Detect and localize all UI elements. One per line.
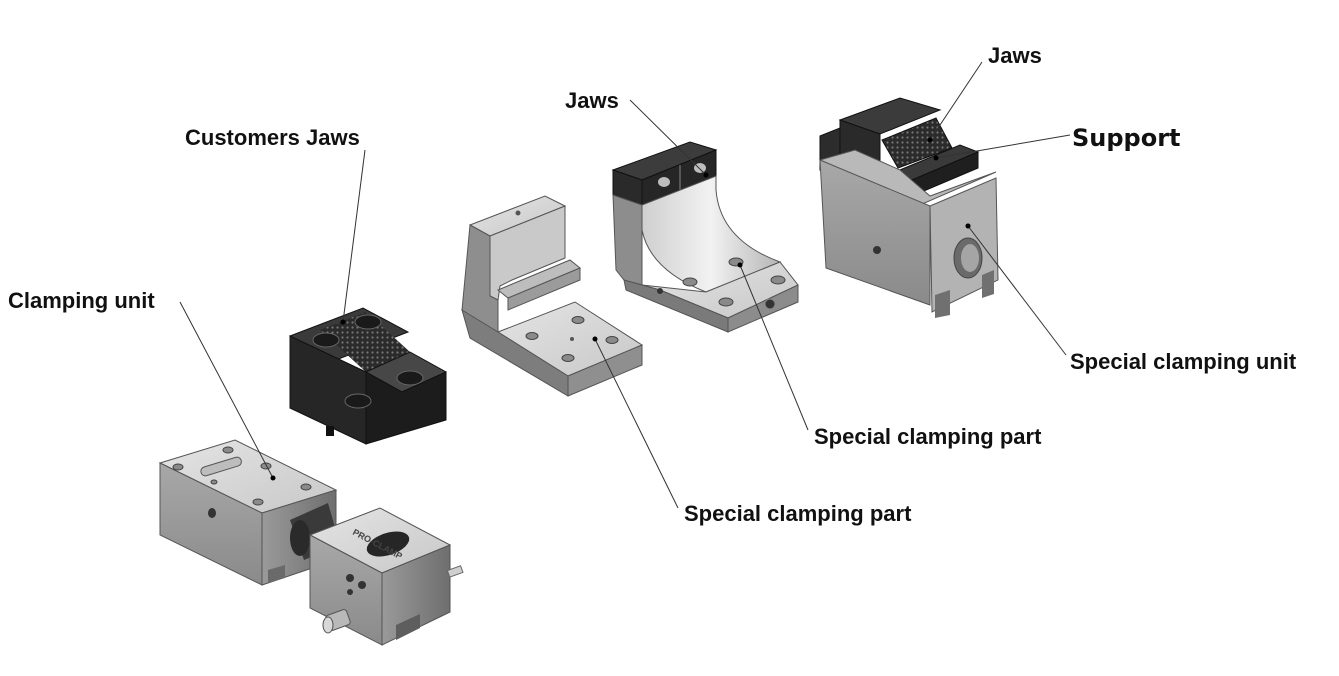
scu-front xyxy=(819,159,931,306)
l-block-hole xyxy=(561,354,575,362)
label-jaws-middle: Jaws xyxy=(565,88,619,113)
customers-jaws-hole xyxy=(344,393,372,409)
curved-part-hole xyxy=(764,298,776,310)
l-block-hole xyxy=(570,337,574,341)
clamping-unit-hole xyxy=(222,446,234,454)
scu-foot xyxy=(982,270,994,298)
leader-clamping-unit xyxy=(179,301,274,479)
curved-part-hole xyxy=(718,297,734,307)
clamping-unit-hole xyxy=(260,462,272,470)
label-jaws-right: Jaws xyxy=(988,43,1042,68)
clamping-unit-hole xyxy=(210,479,218,485)
label-special-clamping-part-middle: Special clamping part xyxy=(684,501,912,526)
label-special-clamping-part-right: Special clamping part xyxy=(814,424,1042,449)
leader-special-clamping-unit xyxy=(967,225,1067,356)
clamp-head-side xyxy=(381,544,451,646)
clamping-unit-hole xyxy=(252,498,264,506)
l-block-hole xyxy=(525,332,539,340)
clamping-unit-foot xyxy=(268,565,285,583)
leader-support xyxy=(935,134,1071,159)
clamp-head-hole xyxy=(358,581,366,589)
curved-part-hole xyxy=(657,288,663,294)
label-clamping-unit: Clamping unit xyxy=(8,288,155,313)
leader-jaws-middle xyxy=(629,99,707,176)
scu-hole xyxy=(873,246,881,254)
l-block-hole xyxy=(571,316,585,324)
clamp-head-hole xyxy=(346,574,354,582)
curved-part-jaw-hole xyxy=(658,177,670,187)
clamp-head-hole xyxy=(347,589,353,595)
scu-bore-inner xyxy=(961,244,979,272)
clamping-unit-hole xyxy=(208,508,216,518)
curved-part-hole xyxy=(770,275,786,285)
customers-jaws-knurl xyxy=(320,312,410,372)
curved-part-left xyxy=(612,194,643,286)
label-support: Support xyxy=(1072,124,1181,152)
customers-jaws-tab xyxy=(326,426,334,436)
l-block-hole xyxy=(605,336,619,344)
customers-jaws-side xyxy=(365,371,447,445)
leader-special-clamping-part-right xyxy=(739,264,809,431)
clamping-unit: PRO-CLAMP xyxy=(158,439,464,646)
curved-part-base-side xyxy=(727,284,799,333)
customers-jaws-hole xyxy=(396,370,424,386)
leader-jaws-right xyxy=(929,61,983,141)
customers-jaws xyxy=(288,307,448,445)
clamp-head-oval xyxy=(366,531,410,557)
special-clamping-part-middle-shape xyxy=(461,195,644,397)
clamp-pin xyxy=(446,565,464,578)
leader-special-clamping-part-middle xyxy=(594,338,679,509)
l-block-step-face xyxy=(507,267,581,311)
clamping-unit-hole xyxy=(172,463,184,471)
curved-part-hole xyxy=(682,277,698,287)
customers-jaws-hole xyxy=(354,314,382,330)
special-clamping-unit-shape xyxy=(818,97,999,318)
clamping-unit-slot xyxy=(200,456,242,477)
label-special-clamping-unit: Special clamping unit xyxy=(1070,349,1297,374)
leader-customers-jaws xyxy=(342,149,366,323)
l-block-base-side xyxy=(567,344,643,397)
l-block-hole xyxy=(515,210,521,216)
clamp-screw-end xyxy=(322,616,334,634)
customers-jaws-hole xyxy=(312,332,340,348)
label-customers-jaws: Customers Jaws xyxy=(185,125,360,150)
scu-foot xyxy=(935,290,950,318)
clamping-unit-shaft-end xyxy=(290,520,310,556)
special-clamping-part-right-shape xyxy=(611,141,799,333)
clamp-head-foot xyxy=(396,614,420,640)
leader-lines xyxy=(179,61,1071,509)
clamping-unit-hole xyxy=(300,483,312,491)
